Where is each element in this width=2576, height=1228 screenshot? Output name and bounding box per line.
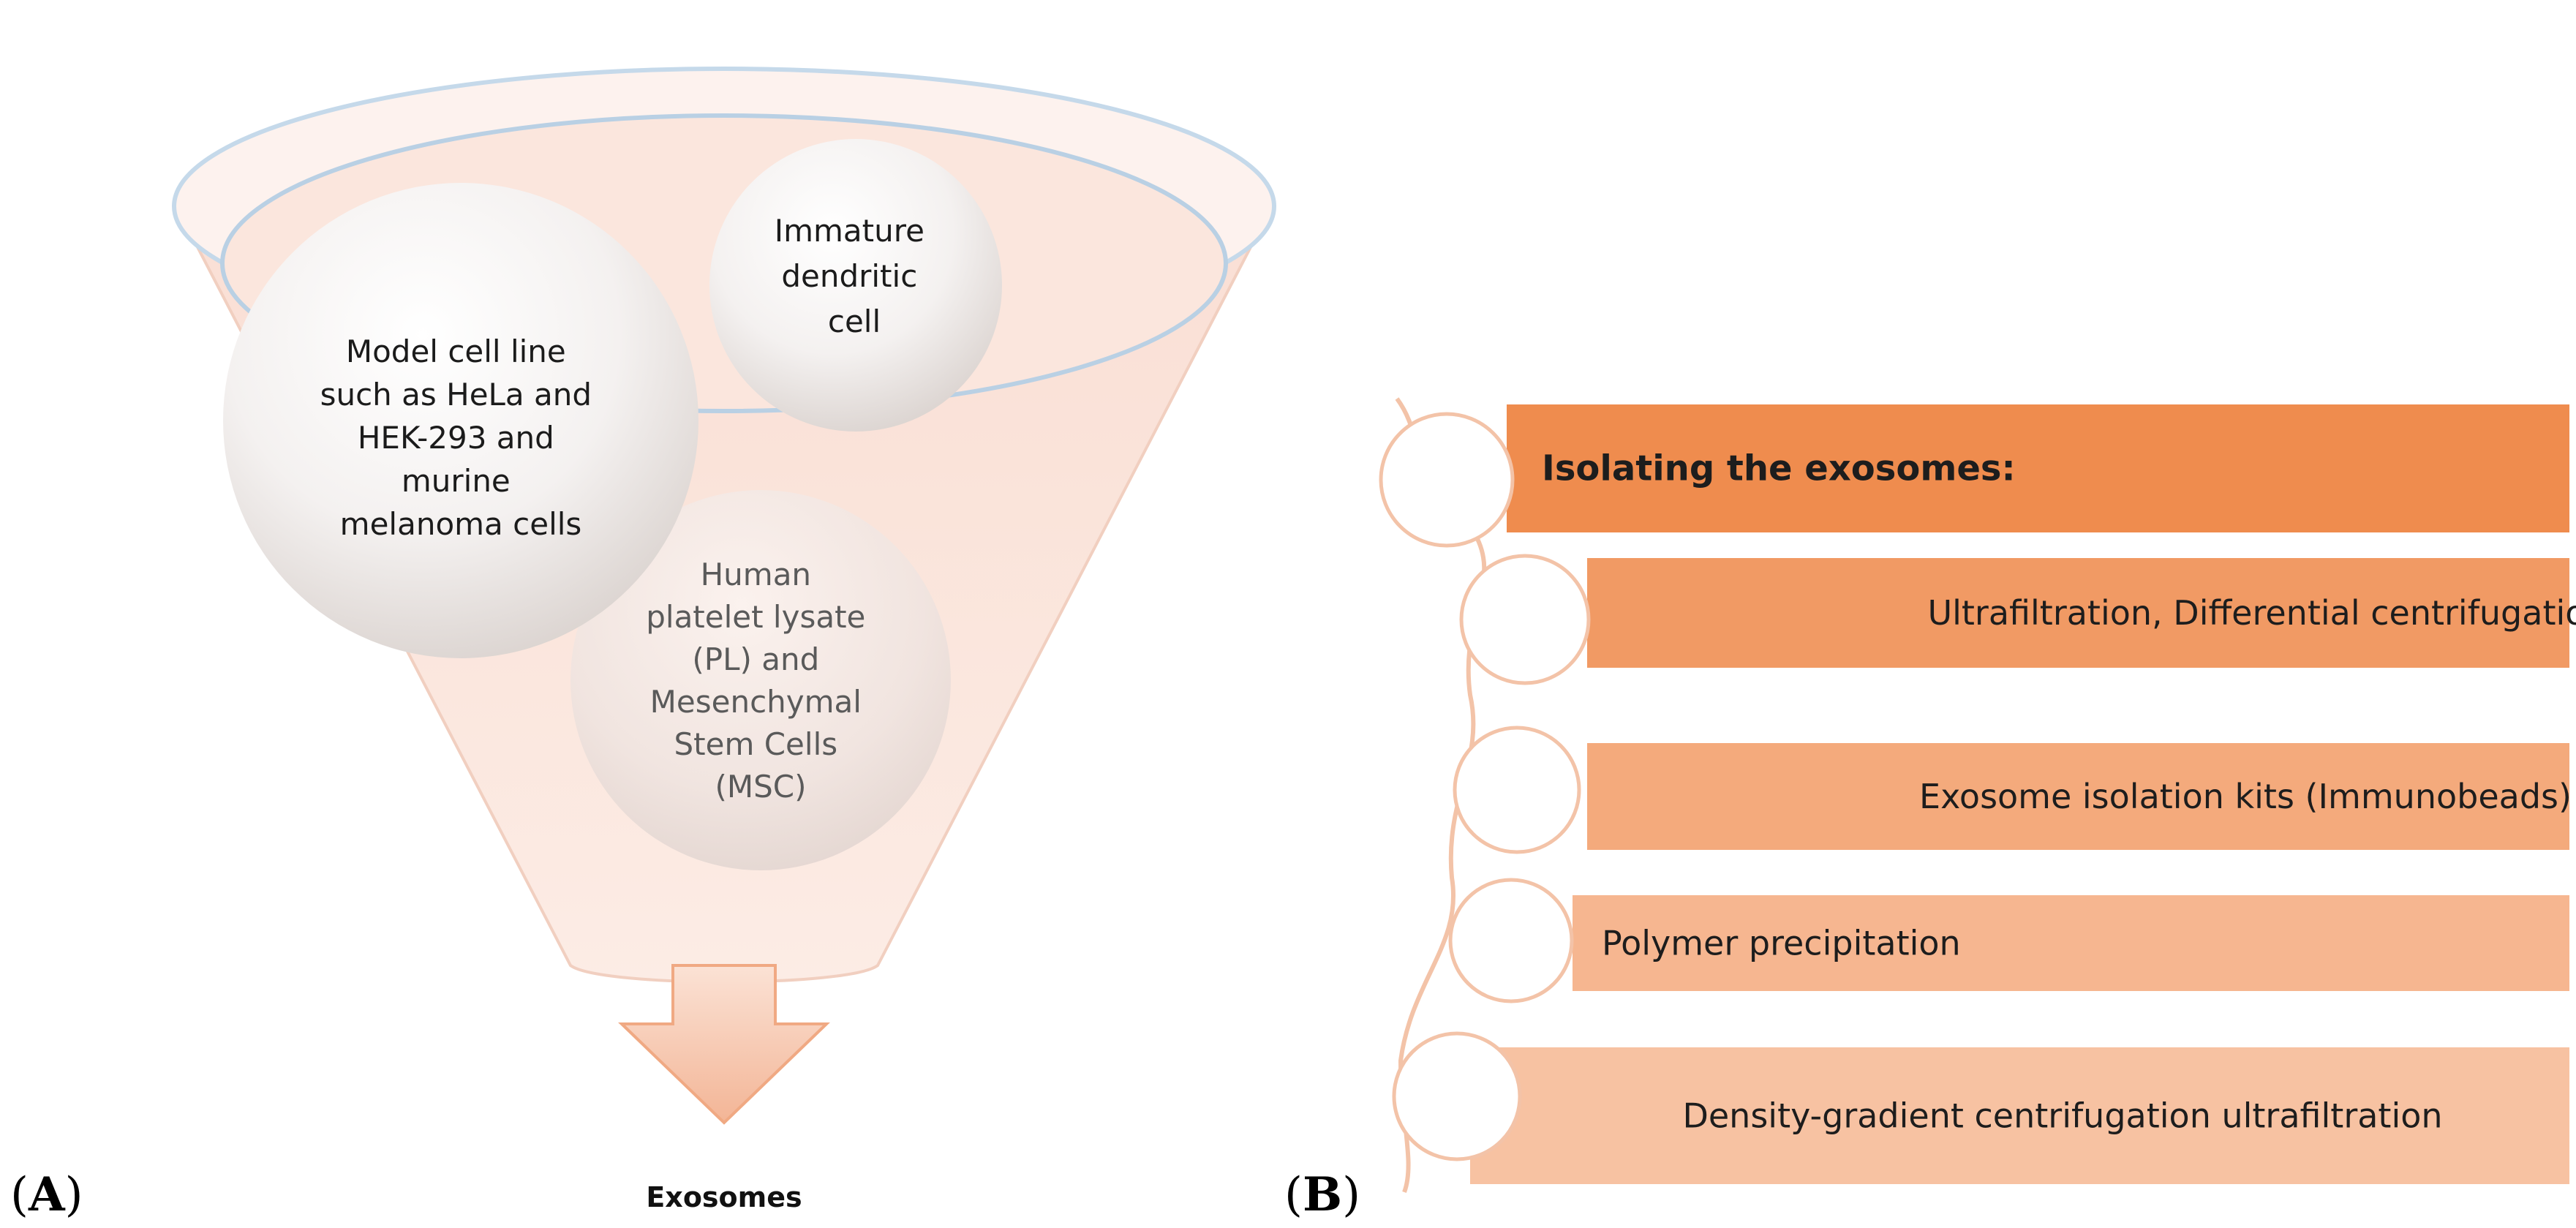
step-label: Density-gradient centrifugation ultrafil…: [1682, 1096, 2442, 1136]
step-row: Density-gradient centrifugation ultrafil…: [1392, 1031, 2569, 1184]
step-label: Ultrafiltration, Differential centrifuga…: [1927, 593, 2576, 633]
step-circle-icon: [1392, 1031, 1522, 1161]
step-circle-icon: [1453, 726, 1581, 854]
cell-sphere-msc: [570, 490, 951, 870]
step-label: Exosome isolation kits (Immunobeads): [1919, 777, 2572, 816]
step-circle-icon: [1379, 412, 1515, 548]
step-bar: [1587, 743, 2569, 850]
panel-b-isolation-steps: Isolating the exosomes: Ultrafiltration, …: [1284, 397, 2576, 1222]
step-bar: [1470, 1047, 2569, 1184]
cell-sphere-model-line: [223, 183, 698, 658]
step-bar: [1573, 895, 2569, 991]
step-row: Exosome isolation kits (Immunobeads): [1453, 726, 2572, 854]
step-list: Isolating the exosomes: Ultrafiltration, …: [1379, 404, 2576, 1184]
panel-a-funnel-diagram: Model cell line such as HeLa and HEK-293…: [10, 67, 1276, 1222]
step-bar: [1507, 404, 2569, 532]
step-row: Isolating the exosomes:: [1379, 404, 2569, 548]
panel-b-tag: (B): [1284, 1167, 1360, 1222]
panel-a-tag: (A): [10, 1167, 83, 1222]
step-circle-icon: [1459, 554, 1591, 685]
cell-sphere-dendritic: [709, 139, 1002, 432]
cell-label-model-line: Model cell line such as HeLa and HEK-293…: [320, 334, 602, 542]
step-row: Ultrafiltration, Differential centrifuga…: [1459, 554, 2576, 685]
output-arrow-down-icon: [618, 964, 830, 1125]
output-label-exosomes: Exosomes: [646, 1181, 802, 1213]
step-circle-icon: [1448, 878, 1574, 1003]
step-heading: Isolating the exosomes:: [1542, 448, 2016, 489]
step-bar: [1587, 558, 2569, 668]
step-row: Polymer precipitation: [1448, 878, 2569, 1003]
step-label: Polymer precipitation: [1602, 924, 1961, 963]
cell-label-msc: Human platelet lysate (PL) and Mesenchym…: [646, 557, 875, 805]
cell-label-dendritic: Immature dendritic cell: [775, 213, 935, 339]
